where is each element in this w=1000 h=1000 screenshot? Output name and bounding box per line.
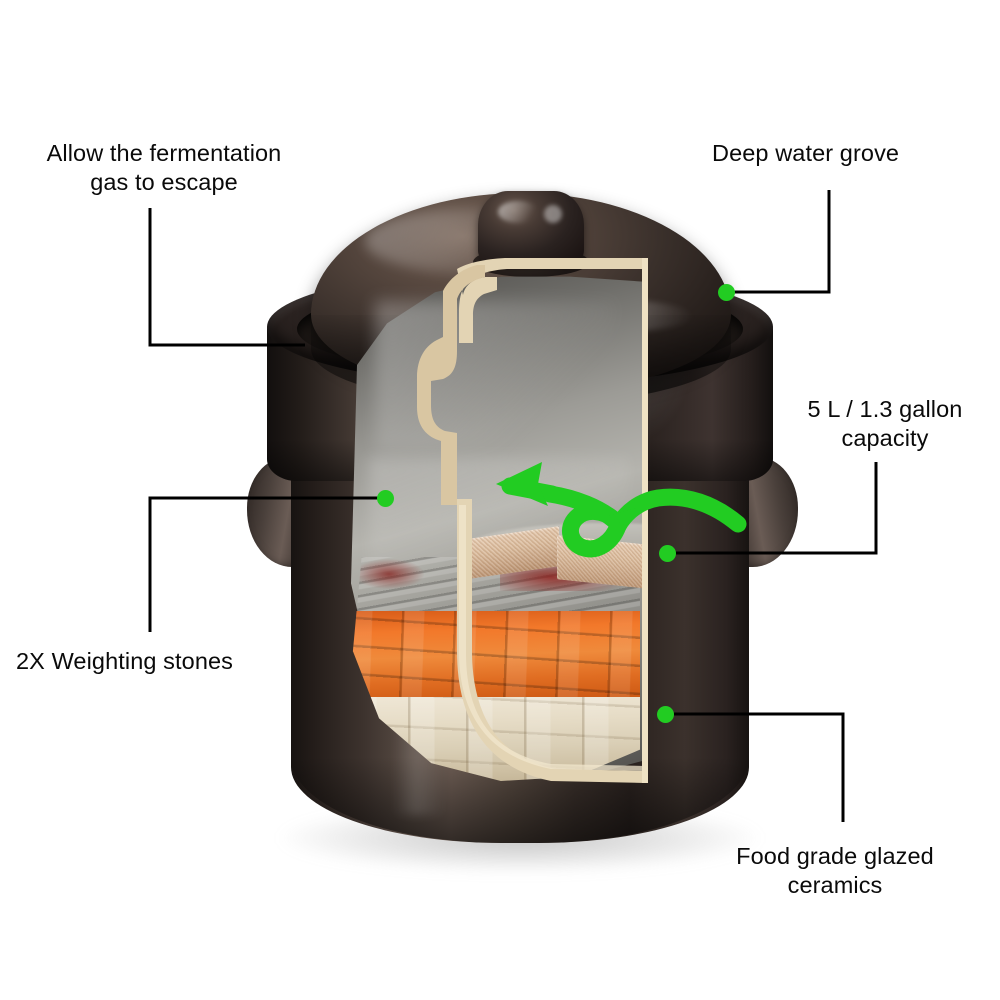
- crock-interior-sheen-upper: [375, 301, 615, 451]
- connector-dot-glazed-ceramics: [657, 706, 674, 723]
- gas-escape-arrow-icon: [496, 462, 747, 558]
- callout-label-water-grove: Deep water grove: [712, 140, 900, 166]
- crock-lid-knob-gloss: [498, 201, 538, 223]
- crock-lid-knob-gloss-dot: [544, 205, 562, 223]
- leader-line-water-grove: [734, 190, 831, 294]
- vegetable-layer-carrots: [352, 611, 640, 703]
- leader-line-weighting-stones: [148, 496, 379, 632]
- callout-label-glazed-ceramics: Food grade glazed ceramics: [736, 843, 934, 898]
- carrot-stick-edges: [352, 611, 640, 703]
- callout-label-gas-escape: Allow the fermentation gas to escape: [46, 140, 282, 195]
- connector-dot-capacity: [659, 545, 676, 562]
- connector-dot-weighting-stones: [377, 490, 394, 507]
- callout-label-weighting-stones: 2X Weighting stones: [16, 648, 234, 674]
- leader-line-capacity: [676, 462, 878, 555]
- connector-dot-water-grove: [718, 284, 735, 301]
- chili-bits-left: [354, 559, 424, 589]
- cutaway-edge-outline: [417, 258, 648, 783]
- crock-lid-knob: [478, 191, 584, 265]
- leader-line-glazed-ceramics: [674, 712, 845, 822]
- callout-label-capacity: 5 L / 1.3 gallon capacity: [807, 396, 963, 451]
- fermentation-crock-illustration: [245, 191, 800, 885]
- leader-line-gas-escape: [148, 208, 305, 347]
